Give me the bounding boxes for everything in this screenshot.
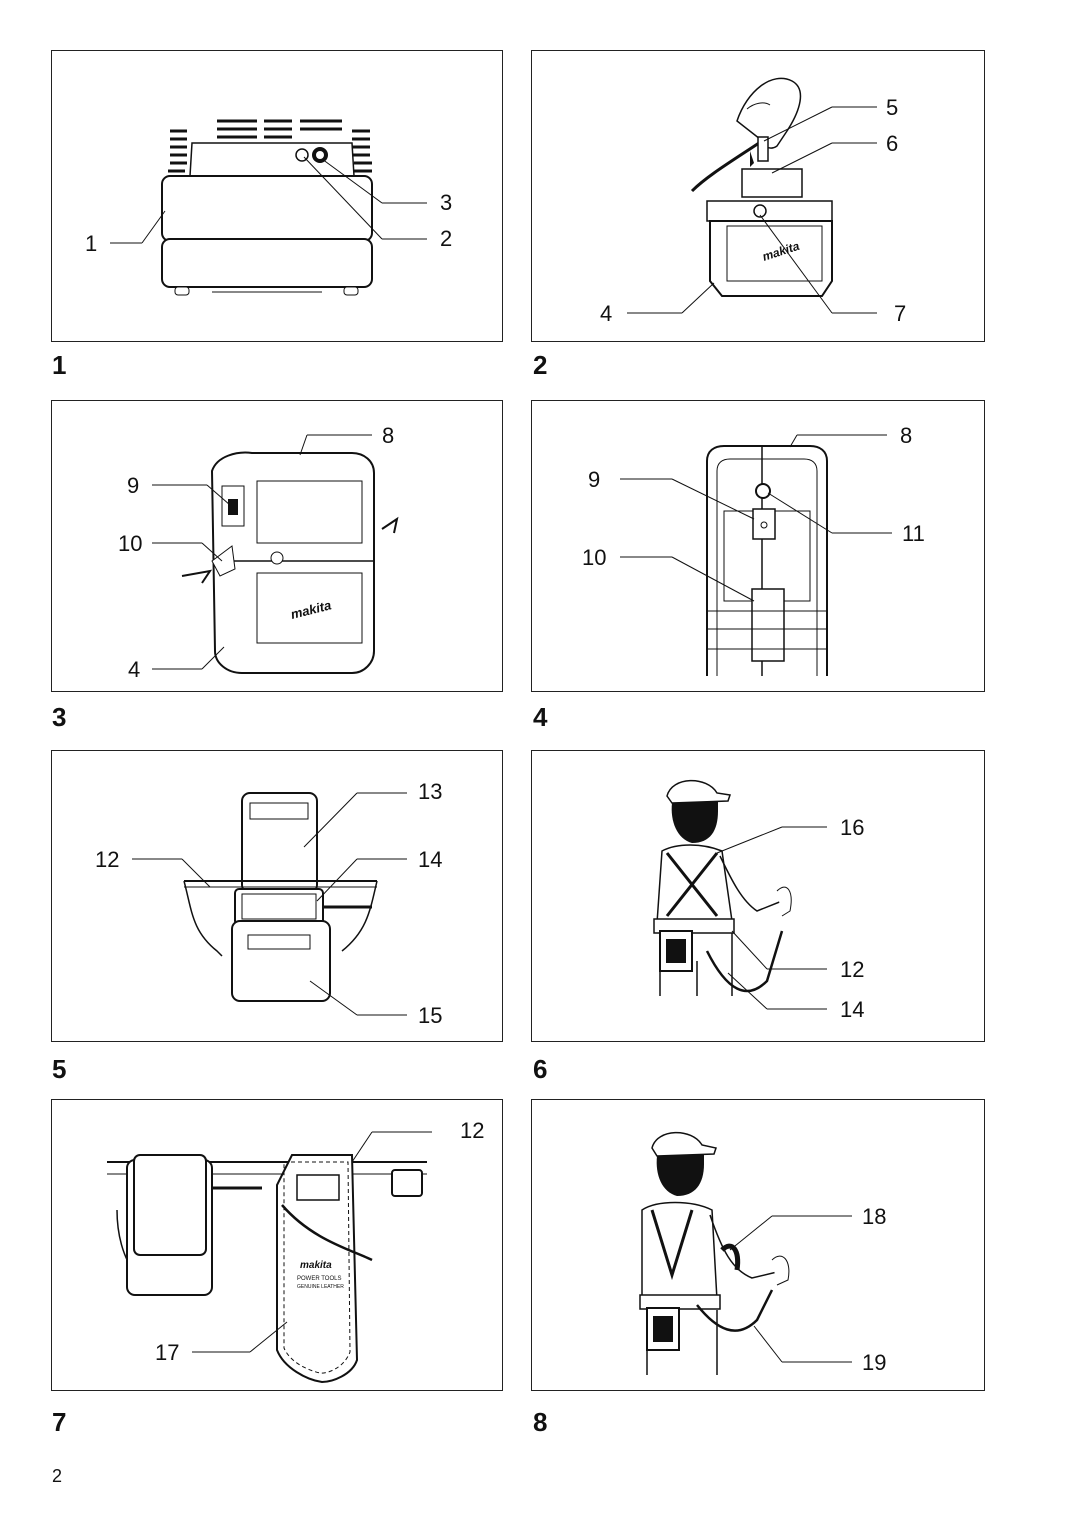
figure-1-panel: 1 3 2 bbox=[51, 50, 503, 342]
callout-14-fig6: 14 bbox=[840, 997, 865, 1022]
belt-holster-illustration bbox=[132, 792, 407, 1016]
battery-cord-illustration: makita bbox=[627, 77, 877, 314]
figure-4-panel: 8 9 11 10 bbox=[531, 400, 985, 692]
figure-number-7: 7 bbox=[52, 1407, 67, 1437]
callout-6: 6 bbox=[886, 131, 899, 156]
callout-12-fig6: 12 bbox=[840, 957, 865, 982]
charger-illustration bbox=[110, 119, 427, 296]
figure-number-8: 8 bbox=[533, 1407, 548, 1437]
callout-9: 9 bbox=[127, 473, 140, 498]
callout-8-fig4: 8 bbox=[900, 423, 913, 448]
figure-number-6: 6 bbox=[533, 1054, 548, 1084]
callout-19: 19 bbox=[862, 1350, 887, 1375]
figure-number-1: 1 bbox=[52, 350, 67, 380]
callout-4: 4 bbox=[600, 301, 613, 326]
figure-2-panel: makita 5 6 4 7 bbox=[531, 50, 985, 342]
pouch-power-tools: POWER TOOLS bbox=[297, 1276, 341, 1282]
callout-7: 7 bbox=[894, 301, 907, 326]
callout-5: 5 bbox=[886, 95, 899, 120]
callout-4-fig3: 4 bbox=[128, 657, 141, 682]
callout-10-fig4: 10 bbox=[582, 545, 607, 570]
figure-8-panel: 18 19 bbox=[531, 1099, 985, 1391]
callout-8: 8 bbox=[382, 423, 395, 448]
figure-6-panel: 16 12 14 bbox=[531, 750, 985, 1042]
battery-rear-illustration bbox=[620, 434, 892, 676]
callout-14: 14 bbox=[418, 847, 443, 872]
battery-switch-illustration: makita bbox=[152, 434, 399, 674]
callout-13: 13 bbox=[418, 779, 443, 804]
callout-12: 12 bbox=[95, 847, 120, 872]
callout-17: 17 bbox=[155, 1340, 180, 1365]
callout-12-fig7: 12 bbox=[460, 1118, 485, 1143]
page-number: 2 bbox=[52, 1466, 63, 1486]
figure-7-panel: makita POWER TOOLS GENUINE LEATHER 12 17 bbox=[51, 1099, 503, 1391]
callout-2: 2 bbox=[440, 226, 453, 251]
callout-18: 18 bbox=[862, 1204, 887, 1229]
worker-harness-illustration bbox=[653, 779, 827, 1010]
figure-number-5: 5 bbox=[52, 1054, 67, 1084]
callout-1: 1 bbox=[85, 231, 98, 256]
callout-3: 3 bbox=[440, 190, 453, 215]
callout-16: 16 bbox=[840, 815, 865, 840]
pouch-genuine-leather: GENUINE LEATHER bbox=[297, 1284, 344, 1290]
worker-armstrap-illustration bbox=[639, 1131, 852, 1375]
callout-15: 15 bbox=[418, 1003, 443, 1028]
callout-9-fig4: 9 bbox=[588, 467, 601, 492]
callout-11: 11 bbox=[902, 521, 925, 546]
figure-number-3: 3 bbox=[52, 702, 67, 732]
belt-pouch-illustration: makita POWER TOOLS GENUINE LEATHER bbox=[107, 1131, 432, 1384]
figure-number-2: 2 bbox=[533, 350, 548, 380]
figure-3-panel: makita 8 9 10 4 bbox=[51, 400, 503, 692]
figure-number-4: 4 bbox=[533, 702, 548, 732]
figure-5-panel: 13 12 14 15 bbox=[51, 750, 503, 1042]
makita-logo-pouch: makita bbox=[300, 1260, 332, 1271]
callout-10: 10 bbox=[118, 531, 143, 556]
